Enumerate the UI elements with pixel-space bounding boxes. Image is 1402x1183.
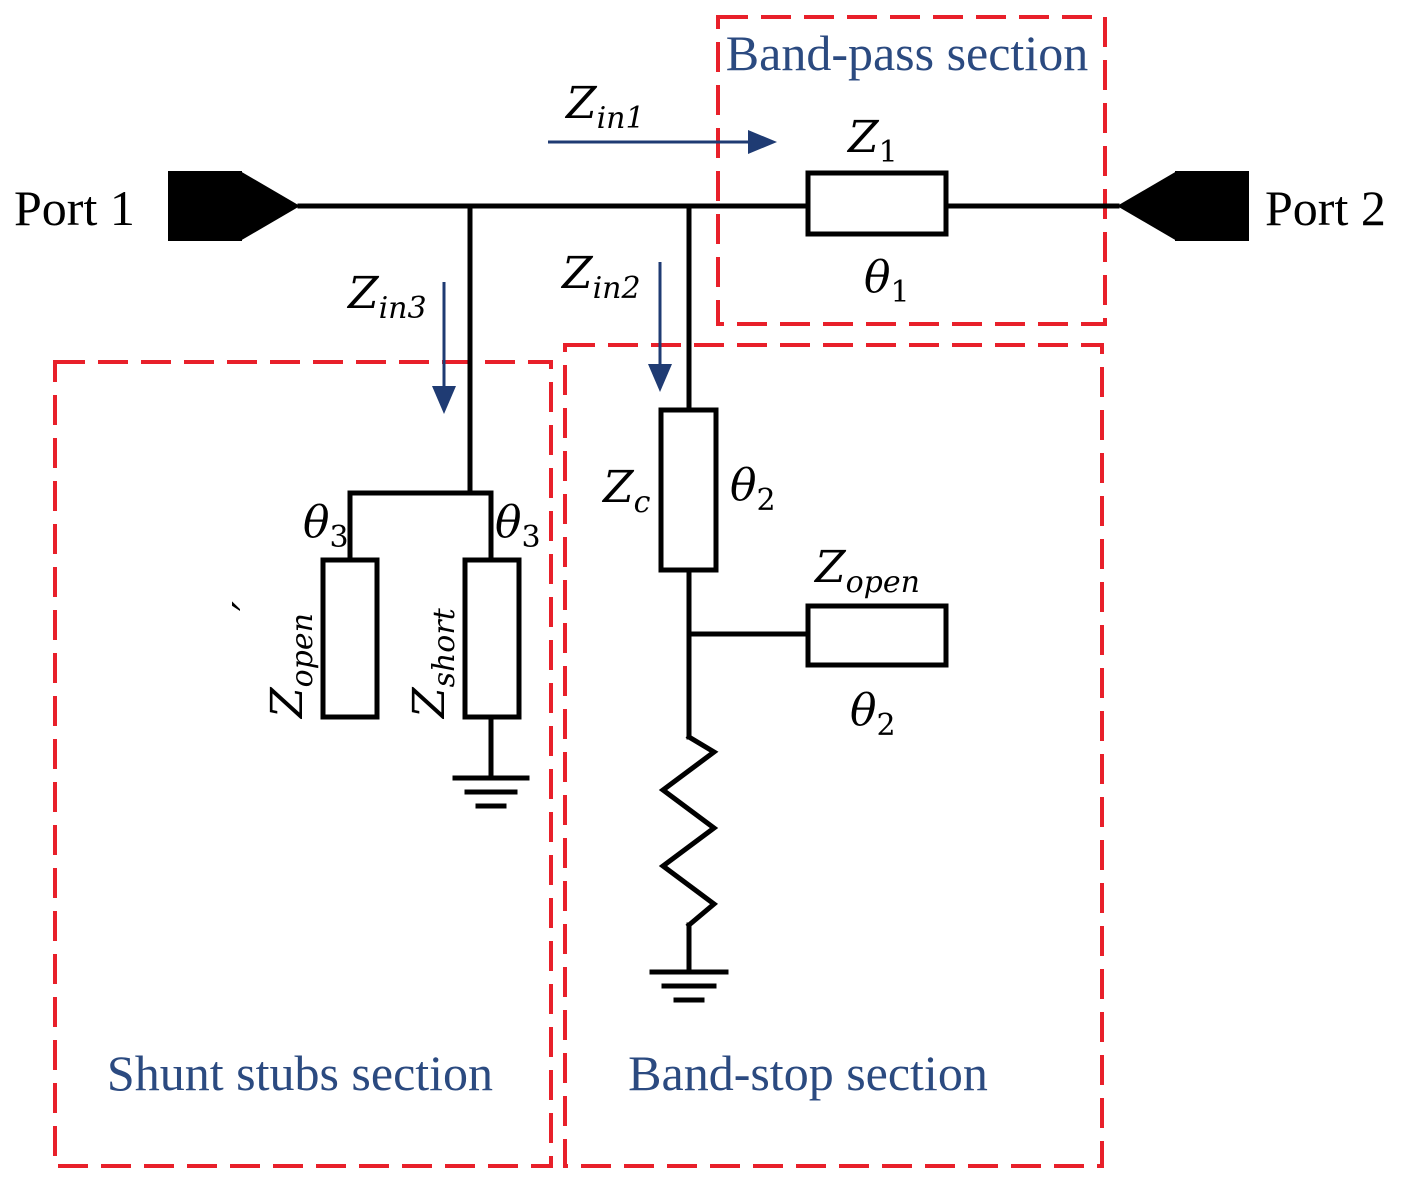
band-stop-section-label: Band-stop section <box>628 1045 988 1101</box>
port-2-label: Port 2 <box>1265 180 1386 236</box>
band-stop-section-box <box>563 343 1104 1168</box>
zc-line-element <box>658 407 719 573</box>
shunt-stubs-section-box <box>53 360 553 1168</box>
zc-label: Zc <box>601 462 651 520</box>
z1-label: Z1 <box>846 112 898 170</box>
z1-line-element <box>805 170 949 237</box>
ground-icon <box>452 775 530 809</box>
zopen-stub <box>805 603 949 668</box>
zin3-arrow <box>432 282 456 414</box>
zin1-arrow <box>548 130 777 154</box>
zopen-label: Zopen <box>813 542 920 600</box>
resistor-icon <box>658 733 719 929</box>
zin2-arrow <box>648 262 672 392</box>
band-pass-section-label: Band-pass section <box>726 25 1088 81</box>
port-1-label: Port 1 <box>14 180 135 236</box>
zin1-label: Zin1 <box>564 78 645 136</box>
zopen-prime-stub <box>320 557 380 720</box>
port-2-connector <box>1117 171 1249 241</box>
zshort-stub <box>462 557 522 720</box>
theta3-right-label: θ3 <box>495 497 541 555</box>
port-1-connector <box>168 171 300 241</box>
zshort-label: Zshort <box>404 607 462 720</box>
zopen-prime-label: Zopen′ <box>224 601 320 720</box>
theta1-label: θ1 <box>864 252 910 310</box>
shunt-stubs-section-label: Shunt stubs section <box>107 1045 493 1101</box>
theta2-series-label: θ2 <box>730 460 776 518</box>
zin3-label: Zin3 <box>346 268 427 326</box>
band-pass-section-box <box>716 15 1107 326</box>
ground-icon <box>649 969 729 1003</box>
zin2-label: Zin2 <box>560 248 641 306</box>
theta2-open-label: θ2 <box>850 685 896 743</box>
theta3-left-label: θ3 <box>303 497 349 555</box>
